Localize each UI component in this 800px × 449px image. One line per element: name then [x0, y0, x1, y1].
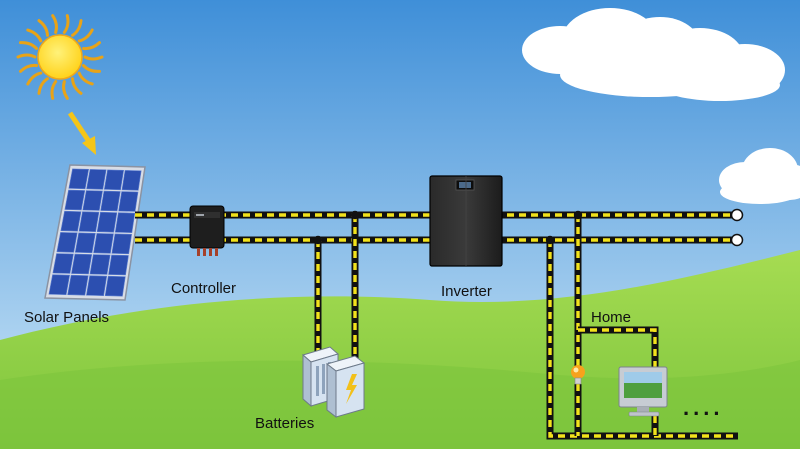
terminal-icon — [730, 208, 744, 222]
monitor-icon — [618, 366, 668, 417]
cable-network — [135, 210, 738, 440]
inverter-label: Inverter — [441, 283, 492, 300]
arrow-icon — [67, 111, 96, 155]
sun-icon — [16, 14, 104, 100]
light-bulb-icon — [571, 365, 585, 385]
cloud-icon — [719, 148, 800, 204]
sun-rays — [16, 14, 104, 100]
cloud-icon — [522, 8, 785, 101]
solar-panels-label: Solar Panels — [24, 309, 110, 326]
grass-hill-front — [0, 360, 800, 449]
controller-label: Controller — [171, 280, 237, 297]
terminal-icon — [730, 233, 744, 247]
more-devices-ellipsis: .... — [683, 395, 724, 420]
controller-icon — [189, 205, 225, 256]
home-label: Home — [591, 309, 632, 326]
solar-panel-icon — [44, 164, 146, 301]
inverter-icon — [429, 175, 503, 267]
batteries-label: Batteries — [255, 415, 315, 432]
battery-icon — [325, 355, 366, 419]
